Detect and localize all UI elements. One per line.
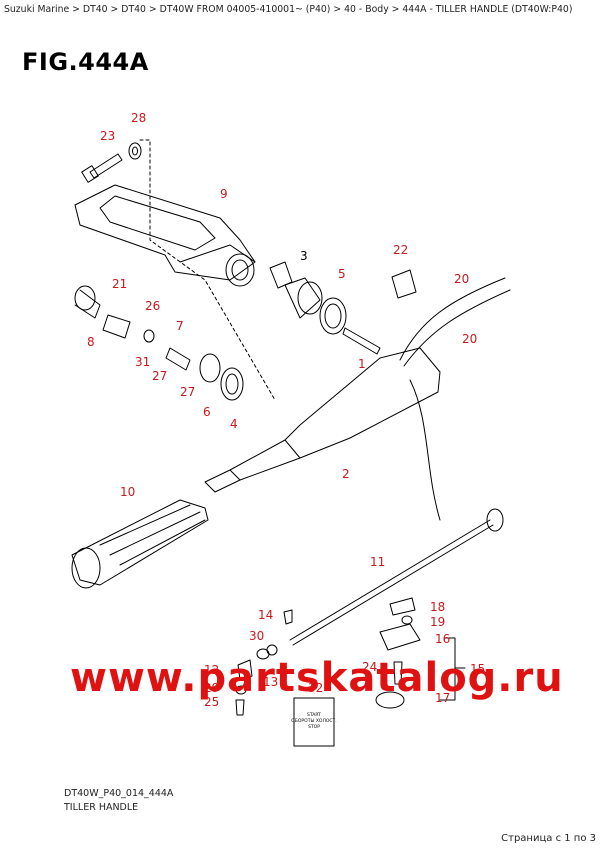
callout-1: 1 — [358, 357, 366, 371]
part-bolt-23 — [81, 153, 123, 183]
part-bracket-9 — [74, 184, 256, 287]
callout-10: 10 — [120, 485, 135, 499]
callout-27: 27 — [152, 369, 167, 383]
callout-26: 26 — [145, 299, 160, 313]
callout-13: 13 — [263, 675, 278, 689]
callout-4: 4 — [230, 417, 238, 431]
callout-7: 7 — [176, 319, 184, 333]
callout-20: 20 — [454, 272, 469, 286]
callout-23: 23 — [100, 129, 115, 143]
part-spring-7 — [165, 347, 191, 371]
callout-11: 11 — [370, 555, 385, 569]
part-washer-28 — [128, 142, 142, 160]
part-collar-3 — [269, 261, 293, 289]
callout-2: 2 — [342, 467, 350, 481]
callout-17: 17 — [435, 691, 450, 705]
part-washer-19 — [401, 615, 413, 625]
callout-24: 24 — [362, 660, 377, 674]
callout-30: 30 — [249, 629, 264, 643]
callout-19: 19 — [430, 615, 445, 629]
callout-20: 20 — [462, 332, 477, 346]
callout-29: 29 — [204, 681, 219, 695]
figure-caption: TILLER HANDLE — [64, 802, 139, 813]
part-bracket-12 — [237, 659, 253, 681]
breadcrumb[interactable]: Suzuki Marine > DT40 > DT40 > DT40W FROM… — [4, 4, 573, 15]
callout-18: 18 — [430, 600, 445, 614]
part-screw-25 — [235, 699, 245, 716]
part-cable-11 — [289, 519, 491, 641]
page-counter: Страница с 1 по 3 — [501, 833, 596, 844]
part-clip-22 — [391, 269, 417, 299]
callout-32: 32 — [308, 681, 323, 695]
part-bushing — [284, 277, 323, 319]
callout-31: 31 — [135, 355, 150, 369]
part-label-plate-32 — [293, 697, 335, 747]
callout-22: 22 — [393, 243, 408, 257]
assembly-guide-line — [139, 139, 276, 401]
part-screw-24 — [393, 661, 403, 685]
label-plate-line-2: ОБОРОТЫ ХОЛОСТ. — [291, 718, 336, 724]
part-shaft-1 — [342, 327, 381, 355]
callout-15: 15 — [470, 662, 485, 676]
part-plate-6 — [199, 353, 221, 383]
part-throttle-cables-20 — [399, 277, 511, 521]
callout-6: 6 — [203, 405, 211, 419]
callout-5: 5 — [338, 267, 346, 281]
part-grip-10 — [71, 499, 209, 589]
callout-numbers: 2328935222020212678312727164210111418193… — [87, 111, 485, 709]
part-pin-14 — [283, 609, 293, 625]
part-ring-5 — [319, 297, 347, 335]
part-bracket-18 — [389, 597, 416, 616]
label-plate-line-1: START — [307, 712, 321, 718]
part-stop-switch — [486, 508, 504, 532]
callout-21: 21 — [112, 277, 127, 291]
callout-3: 3 — [300, 249, 308, 263]
drawing-code: DT40W_P40_014_444A — [64, 788, 174, 799]
callout-9: 9 — [220, 187, 228, 201]
part-26 — [143, 329, 155, 343]
callout-14: 14 — [258, 608, 273, 622]
part-switch-16 — [379, 623, 421, 651]
part-rubber-8 — [74, 285, 96, 311]
callout-25: 25 — [204, 695, 219, 709]
part-tiller-arm-2 — [204, 347, 441, 493]
part-rubber-21 — [102, 314, 131, 339]
watermark: www.partskatalog.ru — [70, 655, 564, 701]
callout-27: 27 — [180, 385, 195, 399]
label-plate-line-3: STOP — [308, 724, 320, 730]
callout-28: 28 — [131, 111, 146, 125]
callout-8: 8 — [87, 335, 95, 349]
part-knob-17 — [375, 691, 405, 709]
callout-12: 12 — [204, 663, 219, 677]
callout-16: 16 — [435, 632, 450, 646]
part-ring-4 — [220, 367, 244, 401]
figure-title: FIG.444A — [22, 48, 149, 76]
part-washer-29 — [235, 685, 247, 695]
